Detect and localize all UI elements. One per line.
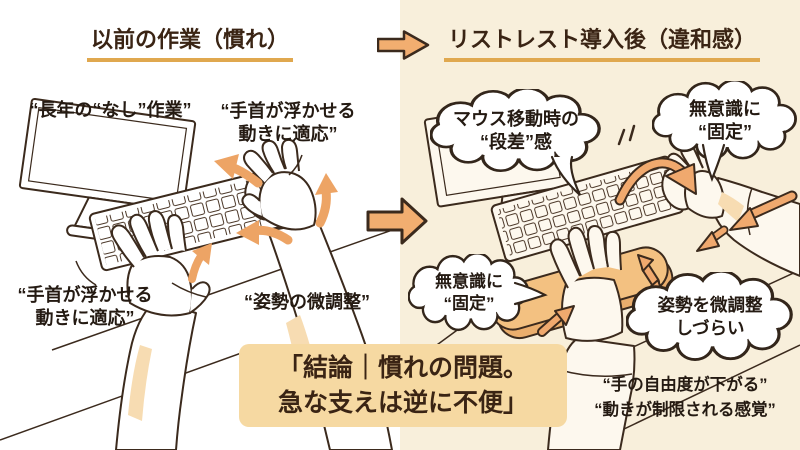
desk-illustration-after xyxy=(400,98,800,450)
quote-long-time-no-rest: “長年の“なし”作業” xyxy=(29,100,192,120)
after-title-text: リストレスト導入後（違和感） xyxy=(443,22,760,62)
bubble-text: 姿勢を微調整 しづらい xyxy=(626,272,794,362)
after-panel-title: リストレスト導入後（違和感） xyxy=(424,22,780,62)
bubble-line: “固定” xyxy=(698,122,752,142)
bubble-text: マウス移動時の “段差”感 xyxy=(430,89,602,173)
quote-line: 動きに適応” xyxy=(238,123,338,144)
typing-hand-illustration xyxy=(110,210,211,450)
quote-posture-adjust: “姿勢の微調整” xyxy=(244,292,370,312)
bubble-line: 無意識に xyxy=(435,271,503,291)
quote-line: 動きに適応” xyxy=(35,307,135,328)
motion-arrow-icons xyxy=(537,157,798,337)
bubble-tail xyxy=(701,143,726,183)
bubble-line: 無意識に xyxy=(689,98,761,119)
caption-connector-lines xyxy=(75,154,303,298)
bubble-line: マウス移動時の xyxy=(453,108,579,129)
bubble-line: しづらい xyxy=(675,318,745,338)
bubble-line: “段差”感 xyxy=(480,132,552,152)
bubble-line: 姿勢を微調整 xyxy=(657,295,763,316)
motion-arrow-icons xyxy=(188,154,338,283)
thought-bubble-mouse-step: マウス移動時の “段差”感 xyxy=(430,89,602,201)
before-panel-title: 以前の作業（慣れ） xyxy=(62,22,318,62)
bubble-line: “固定” xyxy=(443,294,495,313)
bubble-text: 無意識に “固定” xyxy=(408,254,530,332)
thought-bubble-unconscious-fix-left: 無意識に “固定” xyxy=(408,254,558,334)
thought-bubble-unconscious-fix-top: 無意識に “固定” xyxy=(652,81,798,185)
quote-line: “動きが制限される感覚” xyxy=(594,400,776,419)
conclusion-banner: 「結論｜慣れの問題。 急な支えは逆に不便」 xyxy=(239,344,567,427)
quote-line: “手首が浮かせる xyxy=(220,101,356,121)
quote-wrist-float-bottom: “手首が浮かせる 動きに適応” xyxy=(4,284,166,329)
bubble-text: 無意識に “固定” xyxy=(652,81,798,161)
quote-wrist-float-top: “手首が浮かせる 動きに適応” xyxy=(212,100,364,145)
before-title-text: 以前の作業（慣れ） xyxy=(86,22,293,62)
quote-line: “手首が浮かせる xyxy=(17,285,153,305)
conclusion-line: 急な支えは逆に不便」 xyxy=(277,388,528,417)
arrow-right-icon xyxy=(377,30,430,60)
conclusion-line: 「結論｜慣れの問題。 xyxy=(277,353,528,382)
quote-after-effects: “手の自由度が下がる” “動きが制限される感覚” xyxy=(572,373,798,423)
arrow-right-main-icon xyxy=(366,197,428,245)
bubble-tail xyxy=(550,155,581,196)
emphasis-marks xyxy=(617,124,636,146)
quote-line: “手の自由度が下がる” xyxy=(602,376,768,394)
thought-bubble-posture-adjust: 姿勢を微調整 しづらい xyxy=(626,272,794,362)
bubble-tail xyxy=(513,281,548,306)
typing-hand-illustration xyxy=(547,225,636,450)
